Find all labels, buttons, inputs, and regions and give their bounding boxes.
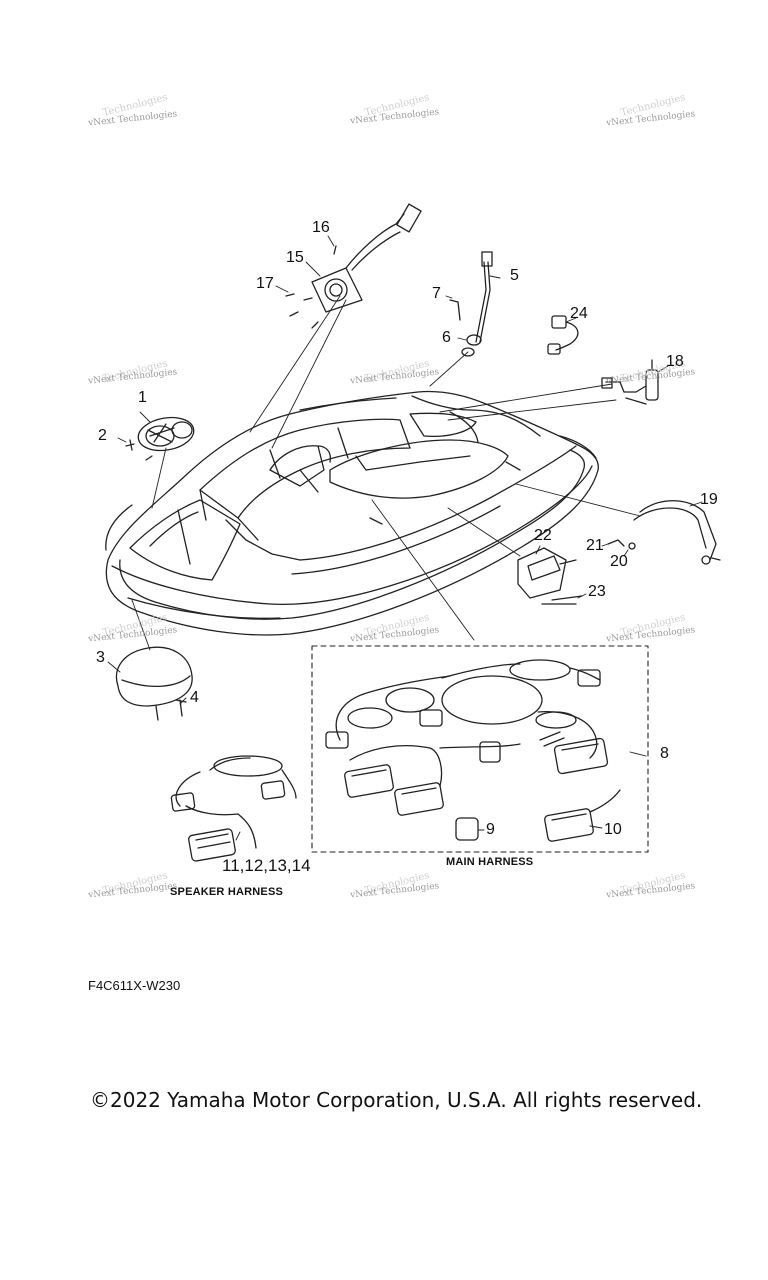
callout-5: 5 <box>510 267 519 284</box>
main-harness-label: MAIN HARNESS <box>446 856 534 868</box>
callout-22: 22 <box>534 527 552 544</box>
callout-17: 17 <box>256 275 274 292</box>
callout-1: 1 <box>138 389 147 406</box>
callout-9: 9 <box>486 821 495 838</box>
callout-20: 20 <box>610 553 628 570</box>
clip-part-7 <box>449 299 461 321</box>
callout-15: 15 <box>286 249 304 266</box>
callout-18: 18 <box>666 353 684 370</box>
screws-part-23 <box>541 559 583 605</box>
callout-3: 3 <box>96 649 105 666</box>
module-part-22 <box>517 547 567 599</box>
antenna-part-5 <box>475 261 487 343</box>
callout-4: 4 <box>190 689 199 706</box>
callout-24: 24 <box>570 305 588 322</box>
gauge-connector <box>396 203 422 233</box>
callout-16: 16 <box>312 219 330 236</box>
leader-lines <box>131 295 641 651</box>
screw-part-2 <box>125 439 135 451</box>
callout-8: 8 <box>660 745 669 762</box>
speaker-harness-label: SPEAKER HARNESS <box>170 886 284 898</box>
cover-part-3 <box>115 646 193 707</box>
copyright-notice: ©2022 Yamaha Motor Corporation, U.S.A. A… <box>90 1088 703 1112</box>
callout-23: 23 <box>588 583 606 600</box>
speaker-part-1 <box>137 416 195 452</box>
callout-ticks <box>107 235 703 841</box>
callout-21: 21 <box>586 537 604 554</box>
main-harness <box>325 659 621 842</box>
screws-part-17 <box>285 293 319 329</box>
figure-code: F4C611X-W230 <box>88 978 181 993</box>
main-harness-box <box>311 645 649 853</box>
speaker-harness <box>170 755 297 862</box>
nut-part-6 <box>466 334 482 346</box>
callout-11-14: 11,12,13,14 <box>222 856 311 875</box>
callout-2: 2 <box>98 427 107 444</box>
gauge-wire <box>345 213 405 269</box>
sensor-part-18 <box>601 359 659 405</box>
screw-part-21 <box>607 539 625 547</box>
screw-part-4 <box>155 699 187 721</box>
screw-part-16 <box>333 245 337 255</box>
plate-part-15 <box>311 267 363 313</box>
callout-7: 7 <box>432 285 441 302</box>
bracket-part-19 <box>633 500 721 565</box>
callout-10: 10 <box>604 821 622 838</box>
boat-hull <box>105 390 599 636</box>
callout-19: 19 <box>700 491 718 508</box>
callout-6: 6 <box>442 329 451 346</box>
